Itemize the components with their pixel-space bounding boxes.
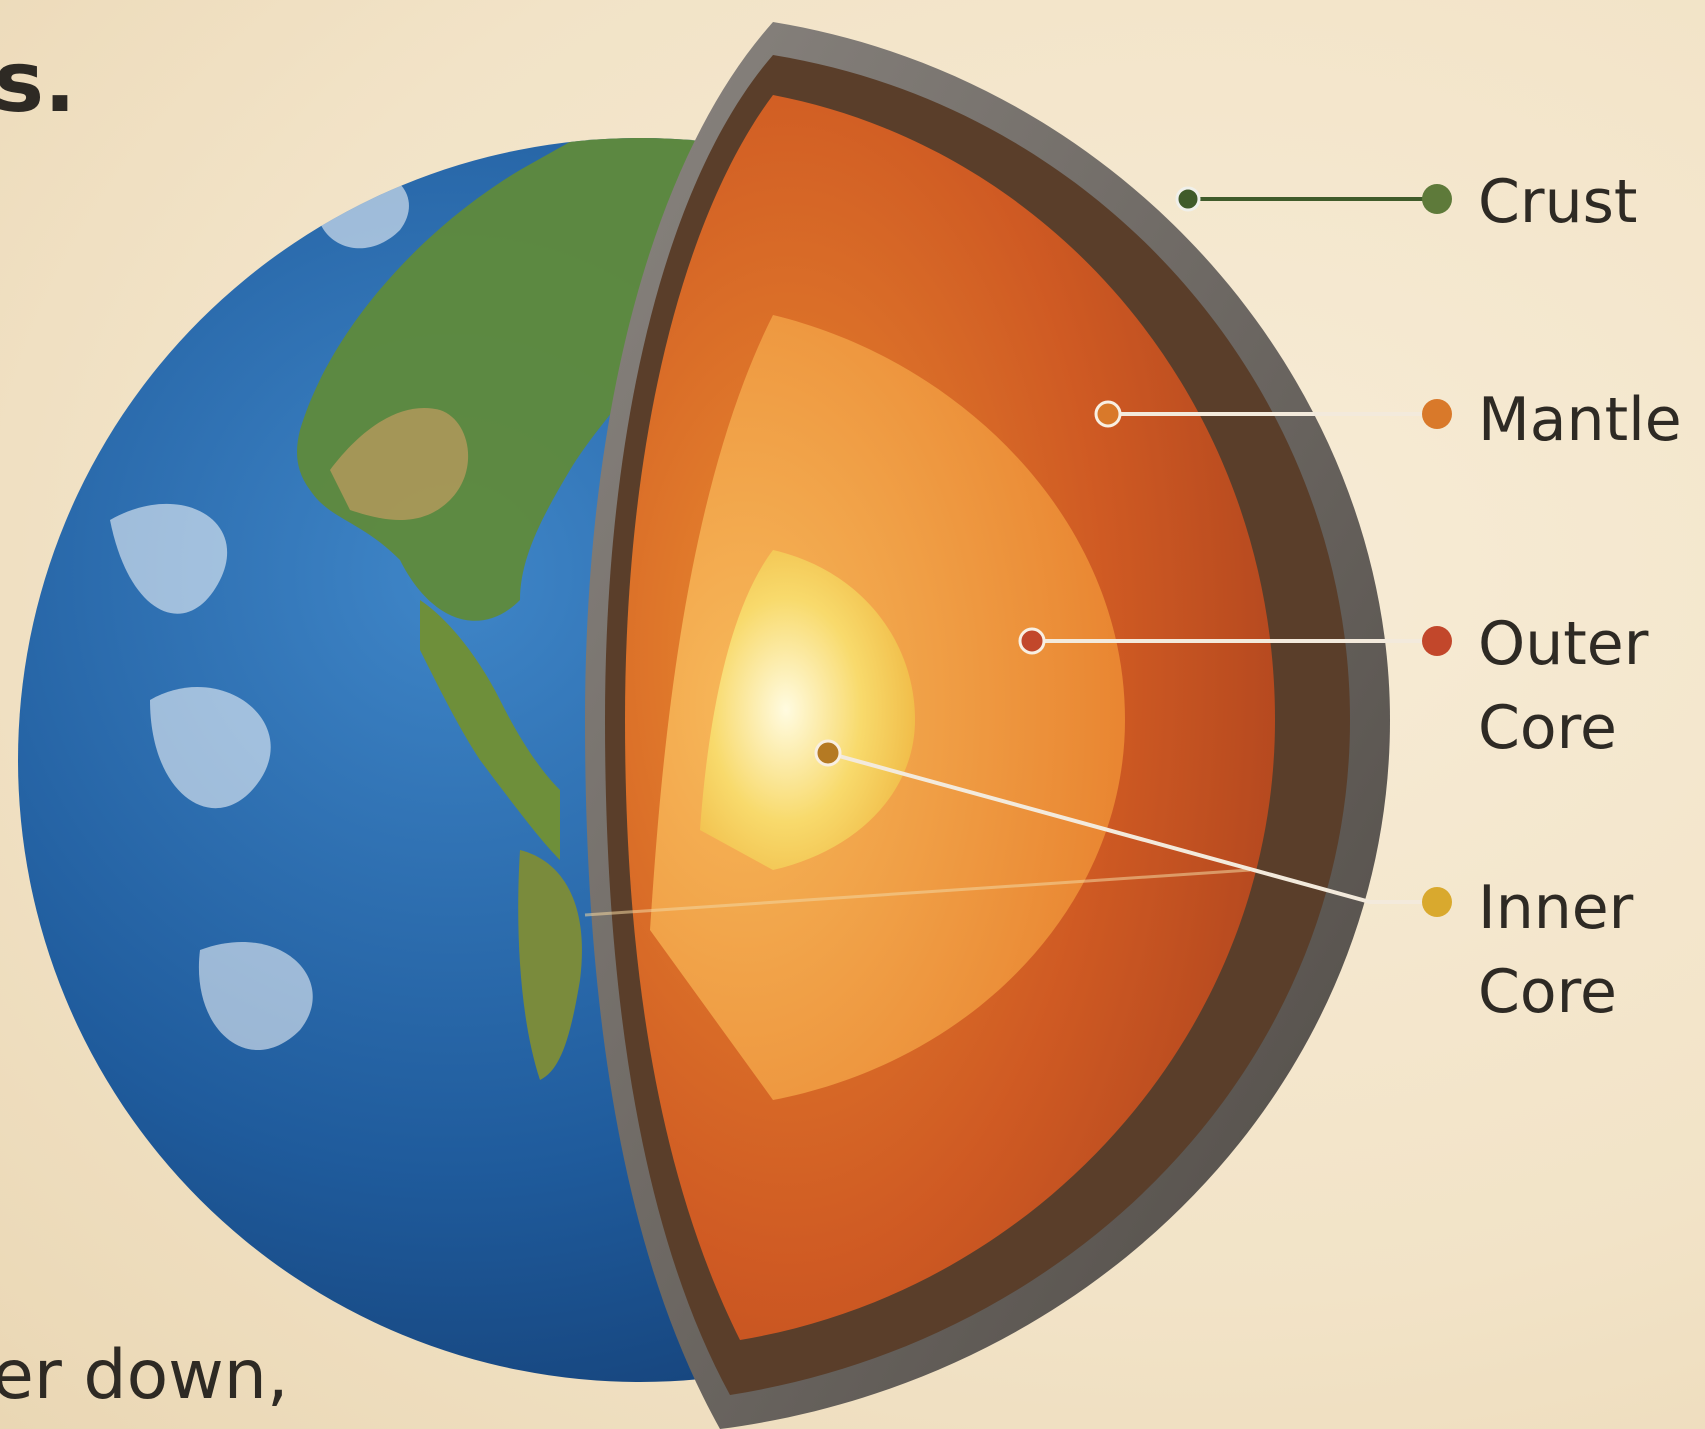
inner-core-point-marker: [814, 739, 842, 767]
crust-label: Crust: [1478, 167, 1638, 237]
leader-lines: [814, 184, 1452, 917]
mantle-point-marker: [1094, 400, 1122, 428]
crust-bullet: [1422, 184, 1452, 214]
heading-fragment: s.: [0, 33, 76, 131]
mantle-bullet: [1422, 399, 1452, 429]
north-america-landmass: [297, 138, 720, 1080]
outer-core-point-marker: [1018, 627, 1046, 655]
inner-core-bullet: [1422, 887, 1452, 917]
outer-core-label: Outer Core: [1478, 609, 1649, 763]
inner-core-layer: [700, 550, 915, 870]
mantle-label: Mantle: [1478, 385, 1682, 455]
cutaway-section: [584, 22, 1390, 1429]
body-text-fragment: er down,: [0, 1336, 289, 1415]
inner-core-label: Inner Core: [1478, 873, 1634, 1027]
inner-core-leader-line: [827, 751, 1437, 904]
outer-core-bullet: [1422, 626, 1452, 656]
crust-point-marker: [1175, 186, 1201, 212]
